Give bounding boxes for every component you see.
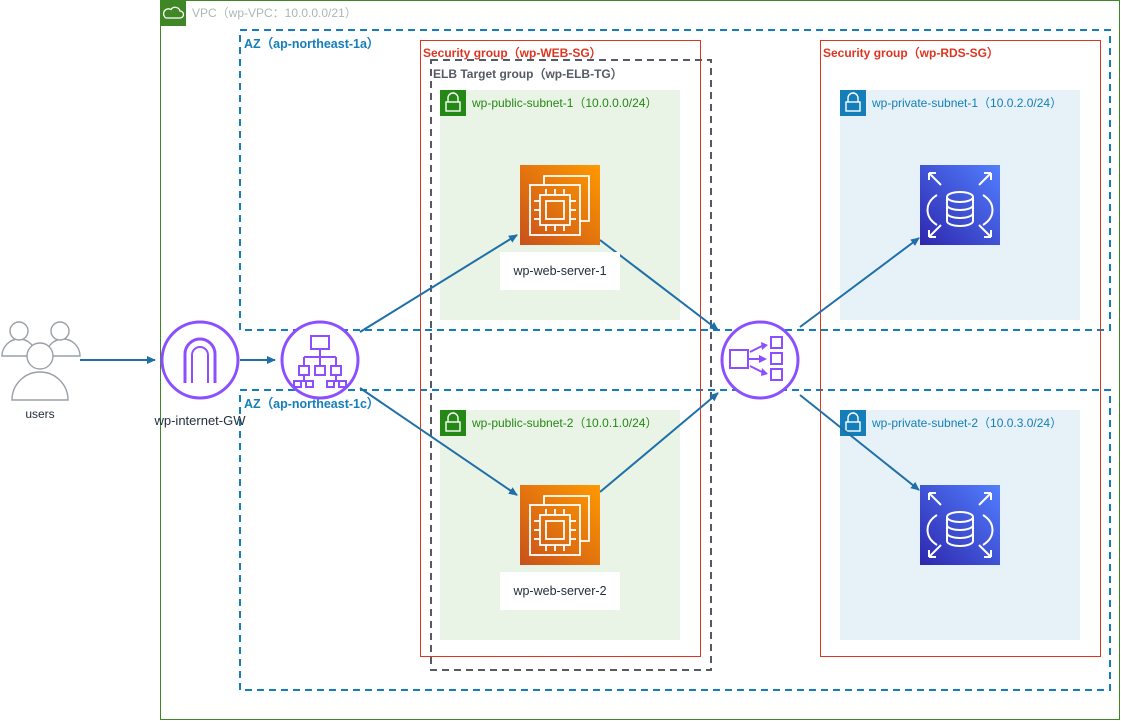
- rds-security-group: Security group（wp-RDS-SG）: [820, 40, 1101, 657]
- internet-gw-label: wp-internet-GW: [153, 413, 246, 428]
- lock-icon: [840, 90, 866, 116]
- users-icon: [1, 321, 81, 401]
- ec2-instance-icon: [520, 165, 600, 245]
- arrow-elb-to-rds2: [799, 394, 920, 491]
- lock-icon: [440, 90, 466, 116]
- public-subnet-2-label: wp-public-subnet-2（10.0.1.0/24）: [471, 416, 657, 430]
- lock-icon: [840, 410, 866, 436]
- arrow-elb-to-rds1: [799, 237, 920, 328]
- lock-icon: [440, 410, 466, 436]
- rds-sg-label: Security group（wp-RDS-SG）: [823, 45, 999, 60]
- network-hierarchy-icon: [280, 320, 360, 400]
- web-server-2-label-box: [500, 572, 620, 610]
- private-subnet-1-label: wp-private-subnet-1（10.0.2.0/24）: [871, 96, 1062, 110]
- rds-database-icon: [920, 485, 1000, 565]
- az-c-group: AZ（ap-northeast-1c）: [239, 389, 1111, 691]
- web-security-group: Security group（wp-WEB-SG）: [420, 40, 701, 657]
- az-c-label: AZ（ap-northeast-1c）: [244, 396, 379, 411]
- web-server-2-label: wp-web-server-2: [512, 584, 606, 598]
- arrow-router-to-web1: [359, 234, 518, 333]
- web-server-1-label: wp-web-server-1: [512, 264, 606, 278]
- public-subnet-1-label: wp-public-subnet-1（10.0.0.0/24）: [471, 96, 657, 110]
- web-server-1-label-box: [500, 252, 620, 290]
- az-a-label: AZ（ap-northeast-1a）: [244, 36, 379, 51]
- az-a-group: AZ（ap-northeast-1a）: [239, 29, 1111, 331]
- cloud-icon: [160, 0, 186, 26]
- internet-gateway-icon: [160, 320, 240, 400]
- elb-tg-label: ELB Target group（wp-ELB-TG）: [433, 66, 623, 81]
- arrow-router-to-web2: [359, 387, 518, 496]
- private-subnet-2-label: wp-private-subnet-2（10.0.3.0/24）: [871, 416, 1062, 430]
- load-balancer-icon: [720, 320, 800, 400]
- ec2-instance-icon: [520, 485, 600, 565]
- vpc-label: VPC（wp-VPC：10.0.0.0/21）: [192, 6, 357, 20]
- web-sg-label: Security group（wp-WEB-SG）: [423, 45, 602, 60]
- arrow-web2-to-elb: [599, 392, 719, 493]
- elb-target-group: ELB Target group（wp-ELB-TG）: [430, 59, 712, 671]
- rds-database-icon: [920, 165, 1000, 245]
- users-label: users: [25, 407, 54, 421]
